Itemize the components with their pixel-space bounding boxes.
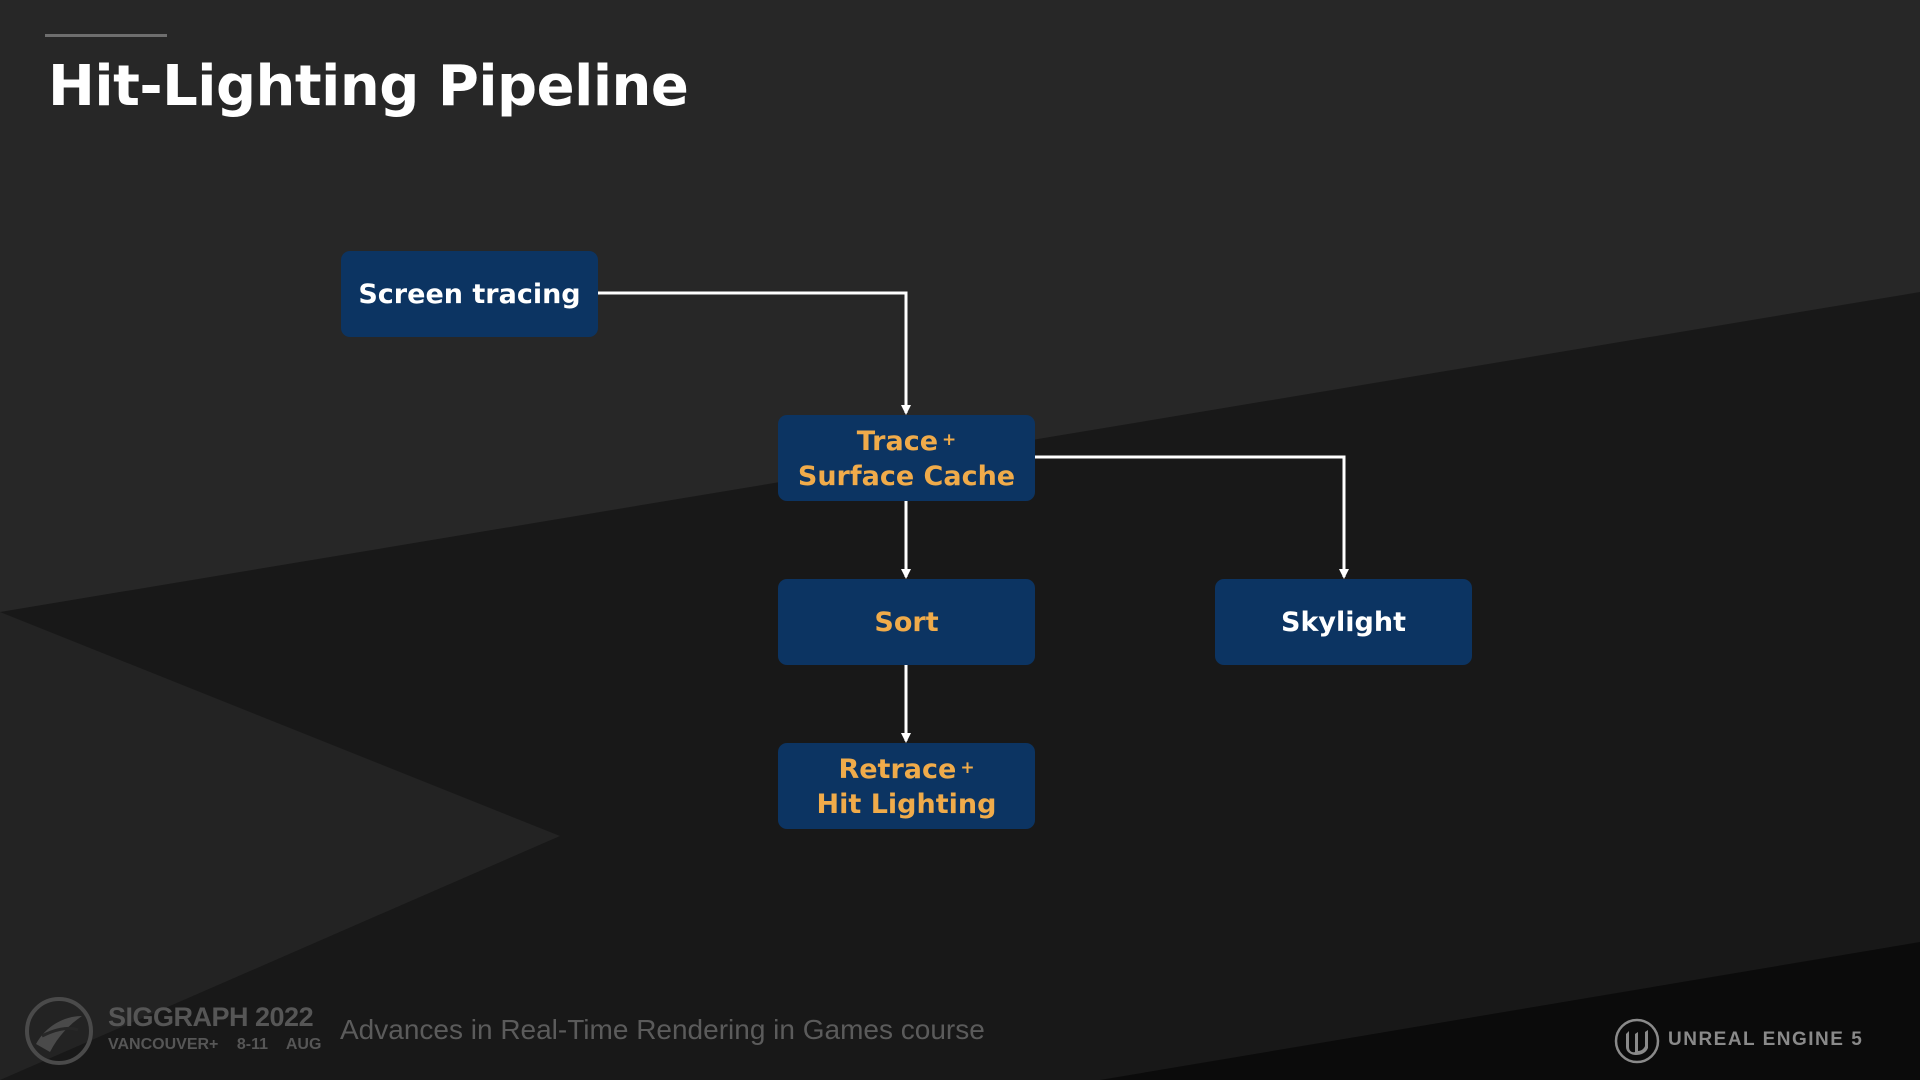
siggraph-dates: 8-11 AUG xyxy=(236,1036,322,1053)
node-retrace-line2: Hit Lighting xyxy=(816,788,997,820)
node-screen-tracing: Screen tracing xyxy=(341,251,598,337)
node-trace-plus: + xyxy=(942,429,957,450)
node-skylight-label: Skylight xyxy=(1281,606,1406,638)
node-retrace-label: Retrace xyxy=(838,753,957,785)
page-title: Hit-Lighting Pipeline xyxy=(48,54,689,119)
node-retrace-plus: + xyxy=(960,757,975,778)
node-trace-line2: Surface Cache xyxy=(797,460,1016,492)
edge-trace-to-skylight xyxy=(1035,455,1349,579)
node-trace-label: Trace xyxy=(856,425,939,457)
unreal-engine-wordmark: UNREAL ENGINE 5 xyxy=(1668,1029,1864,1050)
node-skylight: Skylight xyxy=(1215,579,1472,665)
unreal-engine-logo-icon xyxy=(1614,1018,1660,1064)
siggraph-location: VANCOUVER+ 8-11 AUG xyxy=(108,1036,321,1054)
node-trace-line1: Trace+ xyxy=(857,423,957,459)
siggraph-name: SIGGRAPH 2022 xyxy=(108,1002,314,1032)
node-retrace-line1: Retrace+ xyxy=(838,751,974,787)
node-sort-label: Sort xyxy=(874,606,939,638)
node-screen-tracing-label: Screen tracing xyxy=(358,278,581,310)
title-rule xyxy=(45,34,167,37)
edge-screen-to-trace xyxy=(598,291,911,415)
siggraph-logo-icon xyxy=(25,997,93,1065)
node-sort: Sort xyxy=(778,579,1035,665)
node-trace-surface-cache: Trace+ Surface Cache xyxy=(778,415,1035,501)
node-retrace-hit-lighting: Retrace+ Hit Lighting xyxy=(778,743,1035,829)
course-title: Advances in Real-Time Rendering in Games… xyxy=(340,1014,985,1045)
siggraph-city: VANCOUVER+ xyxy=(108,1036,219,1053)
